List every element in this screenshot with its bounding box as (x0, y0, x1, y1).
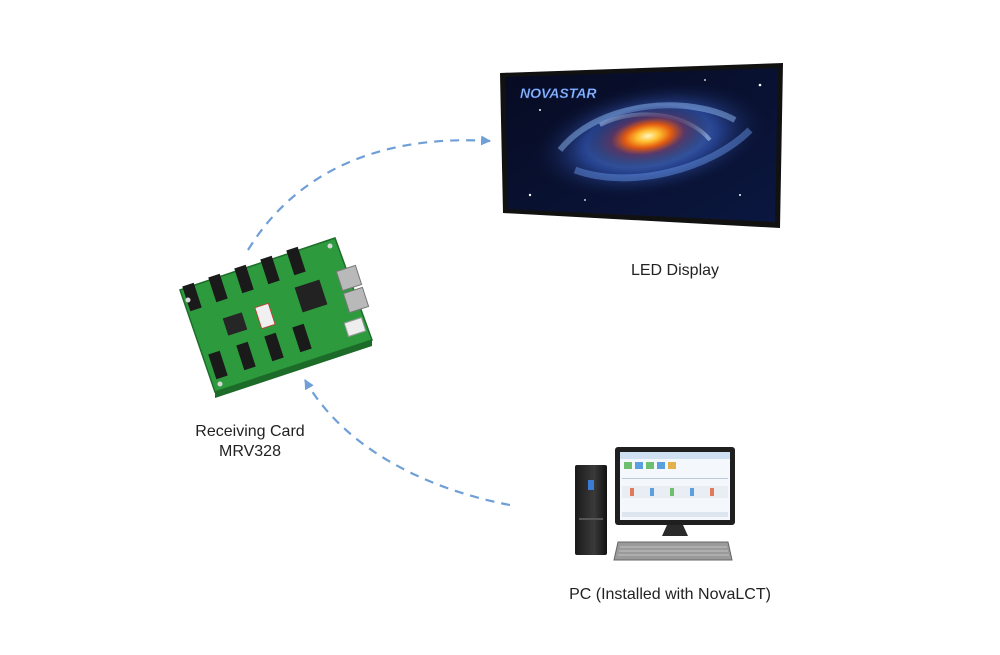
pc-label: PC (Installed with NovaLCT) (569, 586, 771, 603)
power-connector (343, 316, 367, 338)
pc-tower (575, 465, 607, 555)
main-chip (294, 279, 328, 313)
led-display-label: LED Display (630, 262, 720, 279)
mounting-holes (185, 243, 333, 387)
receiving-card (179, 237, 373, 398)
receiving-card-label-line2: MRV328 (219, 443, 281, 460)
led-display: NOVASTAR (500, 63, 783, 228)
receiving-card-label-line1: Receiving Card (195, 423, 305, 440)
receiving-card-label: Receiving Card MRV328 (160, 422, 340, 462)
ethernet-port-2 (342, 286, 370, 314)
ethernet-port-1 (335, 264, 363, 292)
arrow-card-to-display (247, 135, 491, 251)
header-connectors-bottom (208, 323, 312, 380)
keyboard-keys (618, 546, 729, 556)
pc-tower-led (588, 480, 594, 490)
pcb-board (179, 237, 373, 393)
pc-monitor-stand (662, 525, 688, 536)
white-label (254, 302, 276, 330)
galaxy-image (526, 78, 774, 202)
pcb-edge (215, 340, 372, 398)
pc (575, 447, 735, 561)
secondary-chip (222, 312, 248, 336)
novalct-window (620, 452, 730, 517)
header-connectors-top (182, 246, 306, 312)
novastar-logo: NOVASTAR (520, 85, 597, 101)
